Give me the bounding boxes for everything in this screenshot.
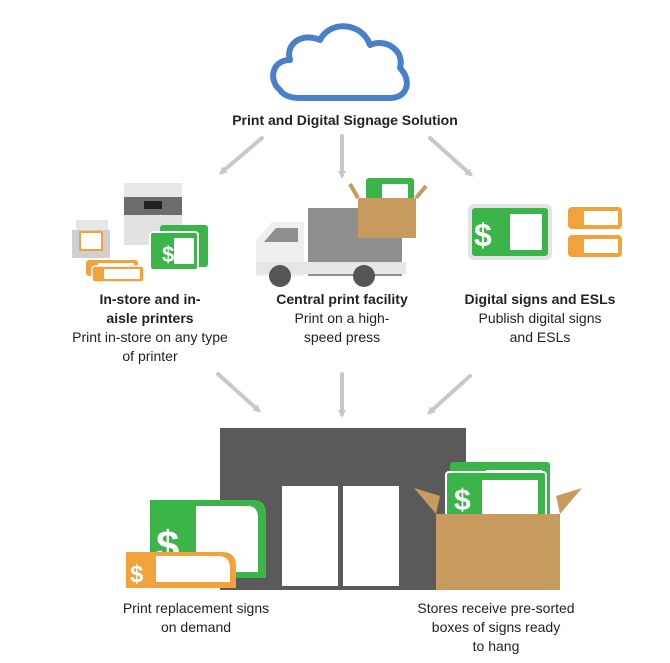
channel-printers: In-store and in- aisle printers Print in… <box>40 290 260 366</box>
outcome-line: boxes of signs ready <box>431 619 561 635</box>
channel-central: Central print facility Print on a high- … <box>232 290 452 347</box>
orange-tags-icon <box>86 260 145 283</box>
outcome-line: to hang <box>472 638 520 654</box>
arrow-from-digital <box>427 374 472 415</box>
store-door-left <box>282 486 338 586</box>
channel-digital: Digital signs and ESLs Publish digital s… <box>430 290 650 347</box>
outcome-line: on demand <box>160 619 232 635</box>
box-with-signs-icon <box>348 178 428 238</box>
store-door-right <box>343 486 399 586</box>
arrow-to-printers <box>218 136 264 175</box>
channel-desc-line: Print on a high- <box>294 310 390 326</box>
channel-desc-line: and ESLs <box>509 329 571 345</box>
replacement-signs-icon: $ $ <box>126 500 266 588</box>
bottom-arrows <box>216 372 472 418</box>
channel-desc-line: of printer <box>122 348 178 364</box>
digital-sign-icon: $ <box>468 204 552 260</box>
channel-heading-line: Digital signs and ESLs <box>464 291 616 307</box>
arrow-to-digital <box>428 136 473 177</box>
esl-tags-icon <box>568 207 622 257</box>
top-arrows <box>218 134 473 179</box>
arrow-from-printers <box>216 372 261 413</box>
channel-heading-line: Central print facility <box>276 291 408 307</box>
dollar-glyph: $ <box>130 561 144 588</box>
channel-heading-line: In-store and in- <box>99 291 201 307</box>
dollar-glyph: $ <box>454 484 471 517</box>
channel-heading-line: aisle printers <box>106 310 194 326</box>
dollar-glyph: $ <box>474 217 492 253</box>
channel-desc-line: Publish digital signs <box>478 310 602 326</box>
truck-icon <box>256 208 406 287</box>
cloud-icon <box>270 23 410 101</box>
outcome-line: Print replacement signs <box>122 600 270 616</box>
outcome-replacement: Print replacement signs on demand <box>86 599 306 637</box>
dollar-glyph: $ <box>162 242 174 267</box>
outcome-boxes: Stores receive pre-sorted boxes of signs… <box>386 599 606 656</box>
green-signs-icon: $ <box>149 225 208 271</box>
diagram-title: Print and Digital Signage Solution <box>232 112 458 128</box>
channel-desc-line: Print in-store on any type <box>72 329 228 345</box>
box-of-signs-icon: $ <box>414 462 582 590</box>
channel-desc-line: speed press <box>303 329 381 345</box>
outcome-line: Stores receive pre-sorted <box>417 600 575 616</box>
